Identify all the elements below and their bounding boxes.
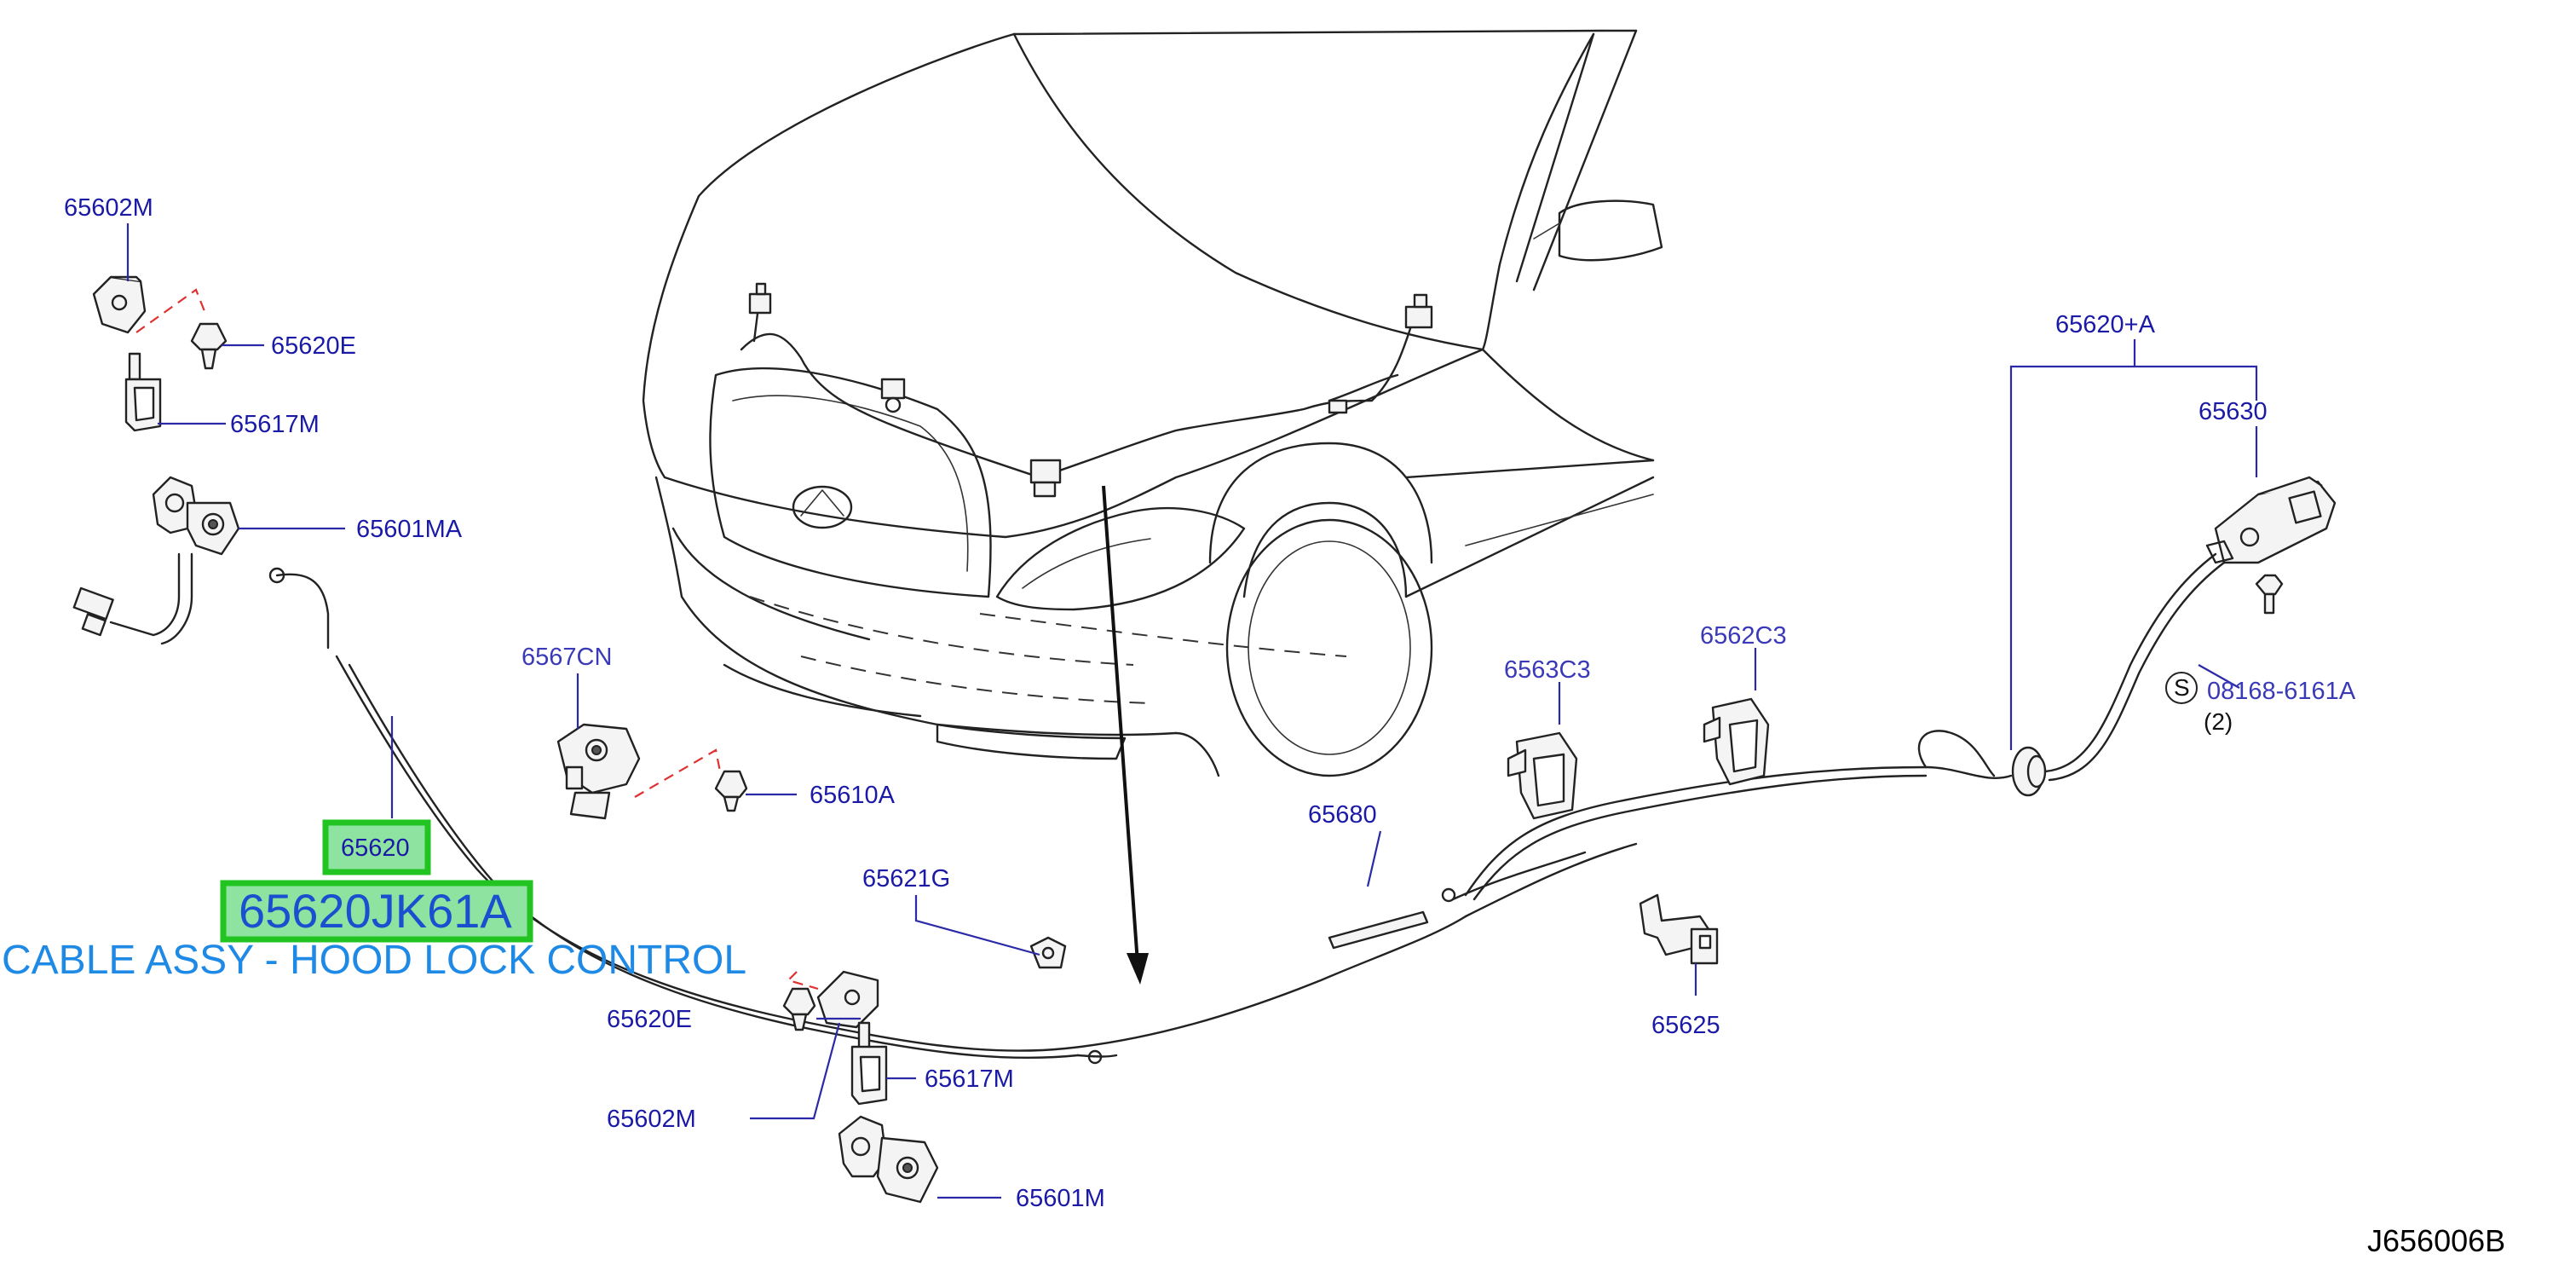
label-65610a: 65610A xyxy=(810,782,896,809)
label-65621g: 65621G xyxy=(862,865,950,892)
label-6567cn: 6567CN xyxy=(522,644,612,671)
label-65620e-top: 65620E xyxy=(271,332,356,360)
label-65601ma: 65601MA xyxy=(356,516,463,543)
bolt-quantity: (2) xyxy=(2204,708,2233,735)
bolt-symbol-letter: S xyxy=(2174,674,2190,701)
on-vehicle-cable-routing xyxy=(740,282,1433,498)
full-part-number-box[interactable] xyxy=(220,880,533,943)
cable-clip xyxy=(1029,936,1067,969)
label-65602m-bottom: 65602M xyxy=(607,1106,696,1133)
label-65620-plus-a: 65620+A xyxy=(2055,311,2156,338)
label-65602m-top: 65602M xyxy=(64,194,153,222)
label-65630: 65630 xyxy=(2199,398,2268,425)
hood-lock-center xyxy=(556,723,748,820)
hood-lock-assembly-bottom xyxy=(782,970,939,1204)
part-number[interactable]: 65620 xyxy=(341,835,410,862)
label-65620e-bottom: 65620E xyxy=(607,1006,692,1033)
cable-holder-right xyxy=(1703,697,1770,786)
label-08168-6161a: 08168-6161A xyxy=(2207,678,2356,705)
part-description: CABLE ASSY - HOOD LOCK CONTROL xyxy=(2,938,746,983)
highlighted-part[interactable]: 65620 65620JK61A CABLE ASSY - HOOD LOCK … xyxy=(2,819,746,983)
car-front-illustration xyxy=(642,29,1663,777)
label-65601m: 65601M xyxy=(1016,1185,1105,1212)
bolt-symbol-circle xyxy=(2165,672,2198,704)
label-6562c3: 6562C3 xyxy=(1700,622,1787,650)
cable-clamp xyxy=(1639,893,1719,965)
label-65617m-top: 65617M xyxy=(230,411,320,438)
hood-lock-cable xyxy=(335,552,2226,1065)
drawing-id: J656006B xyxy=(2367,1223,2505,1258)
part-number-box[interactable] xyxy=(322,819,431,875)
label-6563c3: 6563C3 xyxy=(1504,656,1591,684)
cable-holder-left xyxy=(1507,731,1578,820)
location-arrow xyxy=(1102,485,1149,985)
label-65680: 65680 xyxy=(1308,801,1377,829)
label-65617m-bottom: 65617M xyxy=(925,1066,1014,1093)
label-65625: 65625 xyxy=(1651,1012,1720,1039)
part-labels: 65602M 65620E 65617M 65601MA 6567CN 6561… xyxy=(64,194,2356,1212)
hood-release-handle xyxy=(2205,476,2337,615)
hood-lock-assembly-left xyxy=(72,275,330,650)
full-part-number[interactable]: 65620JK61A xyxy=(239,884,512,938)
leader-lines xyxy=(126,223,2258,1199)
